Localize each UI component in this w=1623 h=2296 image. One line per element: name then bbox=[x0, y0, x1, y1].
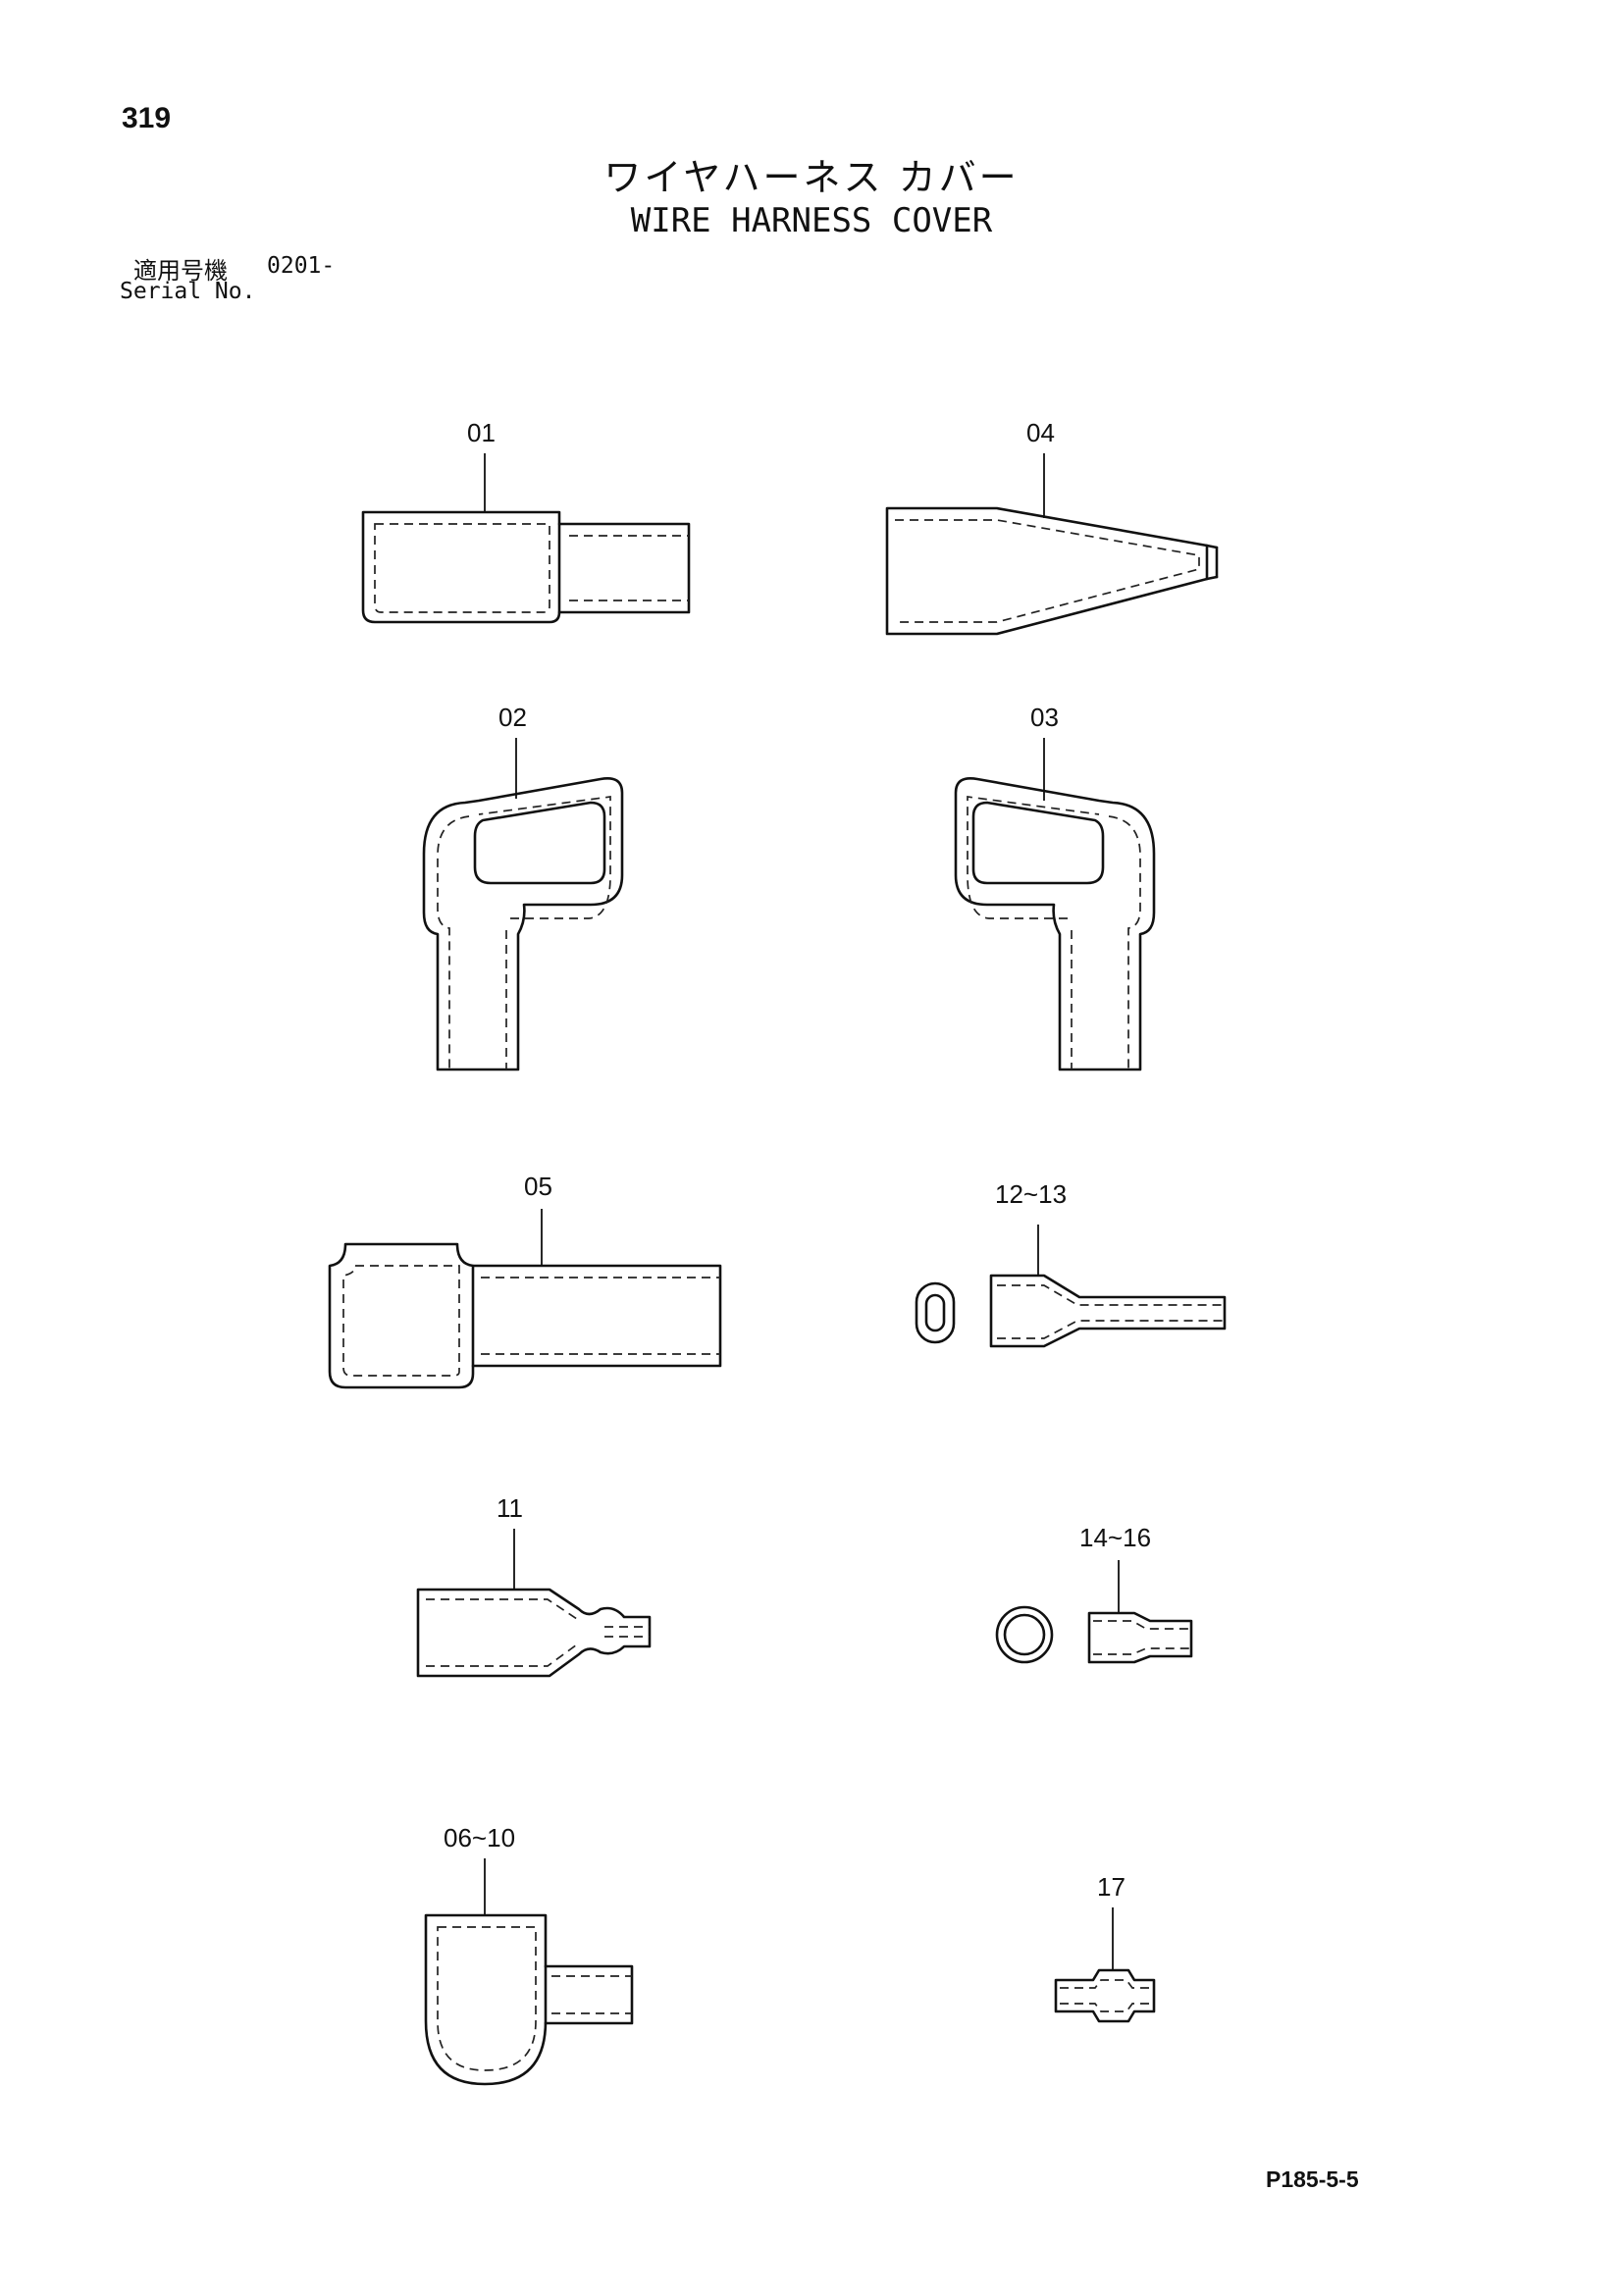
callout-04: 04 bbox=[1026, 418, 1055, 447]
figure-code: P185-5-5 bbox=[1266, 2166, 1359, 2192]
serial-label-japanese: 適用号機 bbox=[133, 257, 228, 285]
callout-05: 05 bbox=[524, 1172, 552, 1201]
part-01-cover bbox=[361, 453, 691, 624]
callout-03: 03 bbox=[1030, 703, 1059, 732]
part-03-cover bbox=[954, 738, 1156, 1071]
callout-17: 17 bbox=[1097, 1872, 1126, 1902]
callout-11: 11 bbox=[497, 1493, 523, 1523]
part-06-10-cover bbox=[424, 1858, 634, 2086]
serial-number-value: 0201- bbox=[267, 253, 336, 279]
part-04-cover bbox=[885, 453, 1219, 636]
serial-label-english: Serial No. bbox=[120, 279, 256, 304]
callout-14-16: 14~16 bbox=[1079, 1523, 1152, 1552]
part-11-cover bbox=[416, 1529, 652, 1678]
part-17-cover bbox=[1054, 1907, 1156, 2023]
part-05-cover bbox=[328, 1209, 722, 1389]
page-number: 319 bbox=[122, 102, 172, 134]
callout-12-13: 12~13 bbox=[995, 1179, 1068, 1209]
callout-01: 01 bbox=[467, 418, 496, 447]
part-14-16-cover bbox=[995, 1560, 1193, 1664]
page-title-english: WIRE HARNESS COVER bbox=[630, 201, 993, 240]
part-02-cover bbox=[422, 738, 624, 1071]
page-title-japanese: ワイヤハーネス カバー bbox=[603, 156, 1020, 199]
callout-02: 02 bbox=[498, 703, 527, 732]
callout-06-10: 06~10 bbox=[444, 1823, 516, 1852]
part-12-13-cover bbox=[915, 1225, 1227, 1348]
